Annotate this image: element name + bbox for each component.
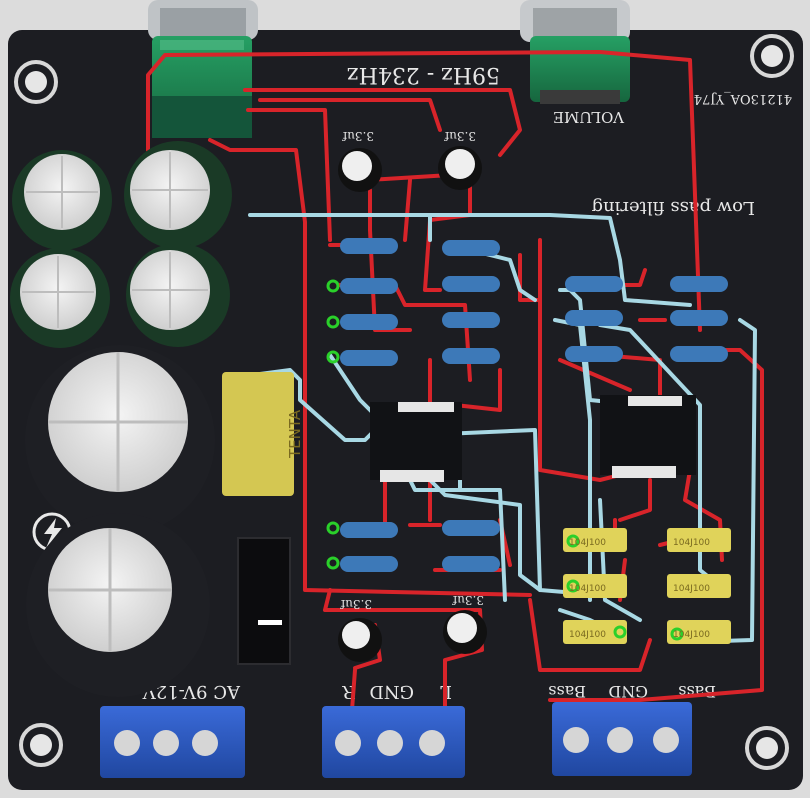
film-cap-value-1: 104J100 <box>569 538 606 548</box>
coupling-caps <box>338 146 487 662</box>
film-cap-value-3: 104J100 <box>569 630 606 640</box>
pot-shafts <box>148 0 630 42</box>
terminal-input <box>322 706 465 778</box>
board-id-label: 41213OA_YJ74 <box>694 91 792 106</box>
film-cap-value-2: 104J100 <box>569 584 606 594</box>
terminal-ac <box>100 706 245 778</box>
red-traces <box>146 50 764 714</box>
x2-capacitor: TENTA <box>222 372 304 496</box>
green-markers <box>326 279 684 727</box>
lowpass-label: Low pass filtering <box>592 197 756 218</box>
freq-range-label: 59Hz - 234Hz <box>347 62 500 87</box>
op-amp-left <box>370 402 462 480</box>
volume-label: VOLUME <box>553 108 625 126</box>
bridge-marker <box>258 620 282 625</box>
film-cap-value-4: 104J100 <box>673 538 710 548</box>
film-caps <box>563 528 731 644</box>
silkscreen: 59Hz - 234Hz VOLUME Low pass filtering 4… <box>32 62 792 702</box>
cap-value-label-1: 3.3uf <box>341 129 374 143</box>
resistors <box>340 238 728 572</box>
ac-input-label: AC 9V-12V <box>142 681 241 702</box>
filter-caps-large <box>25 345 215 697</box>
cap-value-label-4: 3.3uf <box>451 593 484 607</box>
bass-left-label: Bass <box>548 682 586 701</box>
film-cap-value-6: 104J100 <box>673 630 710 640</box>
mounting-holes <box>14 34 794 770</box>
film-cap-brand: TENTA <box>286 409 304 459</box>
cap-value-label-3: 3.3uf <box>339 597 372 611</box>
op-amp-right <box>600 395 696 475</box>
gnd-bass-label: GND <box>608 682 648 701</box>
filter-caps-small <box>10 141 232 348</box>
bridge-rectifier <box>237 537 291 665</box>
gnd-label: GND <box>369 681 414 702</box>
film-cap-value-5: 104J100 <box>673 584 710 594</box>
terminal-bass <box>552 702 692 776</box>
op-amps <box>370 395 696 482</box>
cap-value-label-2: 3.3uf <box>443 129 476 143</box>
bass-pot <box>152 36 252 138</box>
volume-pot <box>530 36 630 104</box>
